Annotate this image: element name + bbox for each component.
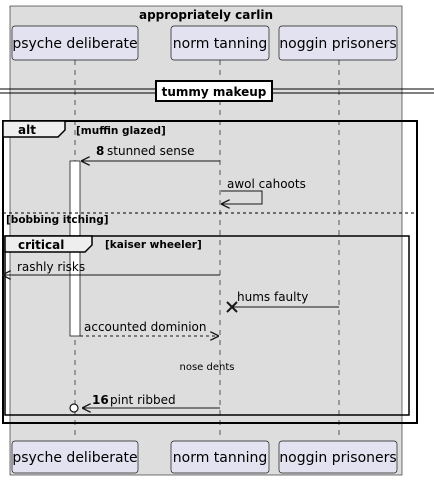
destroy-x-icon (226, 301, 238, 313)
message-label: rashly risks (17, 260, 85, 274)
divider-label-box (155, 80, 273, 102)
participant-label: psyche deliberate (12, 36, 137, 52)
alt-condition: [muffin glazed] (76, 125, 166, 137)
message-label: hums faulty (237, 290, 308, 304)
participant-label: psyche deliberate (12, 450, 137, 466)
participant-label: noggin prisoners (279, 36, 396, 52)
message-number: 8 (96, 144, 104, 158)
critical-fragment-tab (4, 235, 93, 253)
participant-norm-tanning-bottom[interactable]: norm tanning (170, 440, 270, 474)
critical-condition: [kaiser wheeler] (105, 239, 202, 251)
alt-else-condition: [bobbing itching] (6, 214, 109, 226)
critical-keyword: critical (18, 238, 64, 252)
participant-noggin-prisoners-bottom[interactable]: noggin prisoners (278, 440, 398, 474)
message-label: awol cahoots (227, 177, 306, 191)
self-message-arrow-awol-cahoots (221, 190, 263, 204)
participant-psyche-deliberate-top[interactable]: psyche deliberate (11, 25, 139, 61)
participant-psyche-deliberate-bottom[interactable]: psyche deliberate (11, 440, 139, 474)
group-box-title: appropriately carlin (139, 8, 273, 22)
delay-label: nose dents (180, 362, 235, 373)
message-endpoint-circle (69, 403, 79, 413)
participant-label: norm tanning (173, 450, 268, 466)
message-label: stunned sense (107, 144, 194, 158)
participant-label: norm tanning (173, 36, 268, 52)
message-number: 16 (92, 393, 109, 407)
critical-fragment (4, 235, 410, 416)
participant-label: noggin prisoners (279, 450, 396, 466)
alt-keyword: alt (18, 123, 36, 137)
participant-noggin-prisoners-top[interactable]: noggin prisoners (278, 25, 398, 61)
message-label: accounted dominion (84, 320, 207, 334)
alt-fragment-tab (2, 120, 66, 138)
message-label: pint ribbed (110, 393, 176, 407)
participant-norm-tanning-top[interactable]: norm tanning (170, 25, 270, 61)
divider-label: tummy makeup (162, 85, 267, 99)
